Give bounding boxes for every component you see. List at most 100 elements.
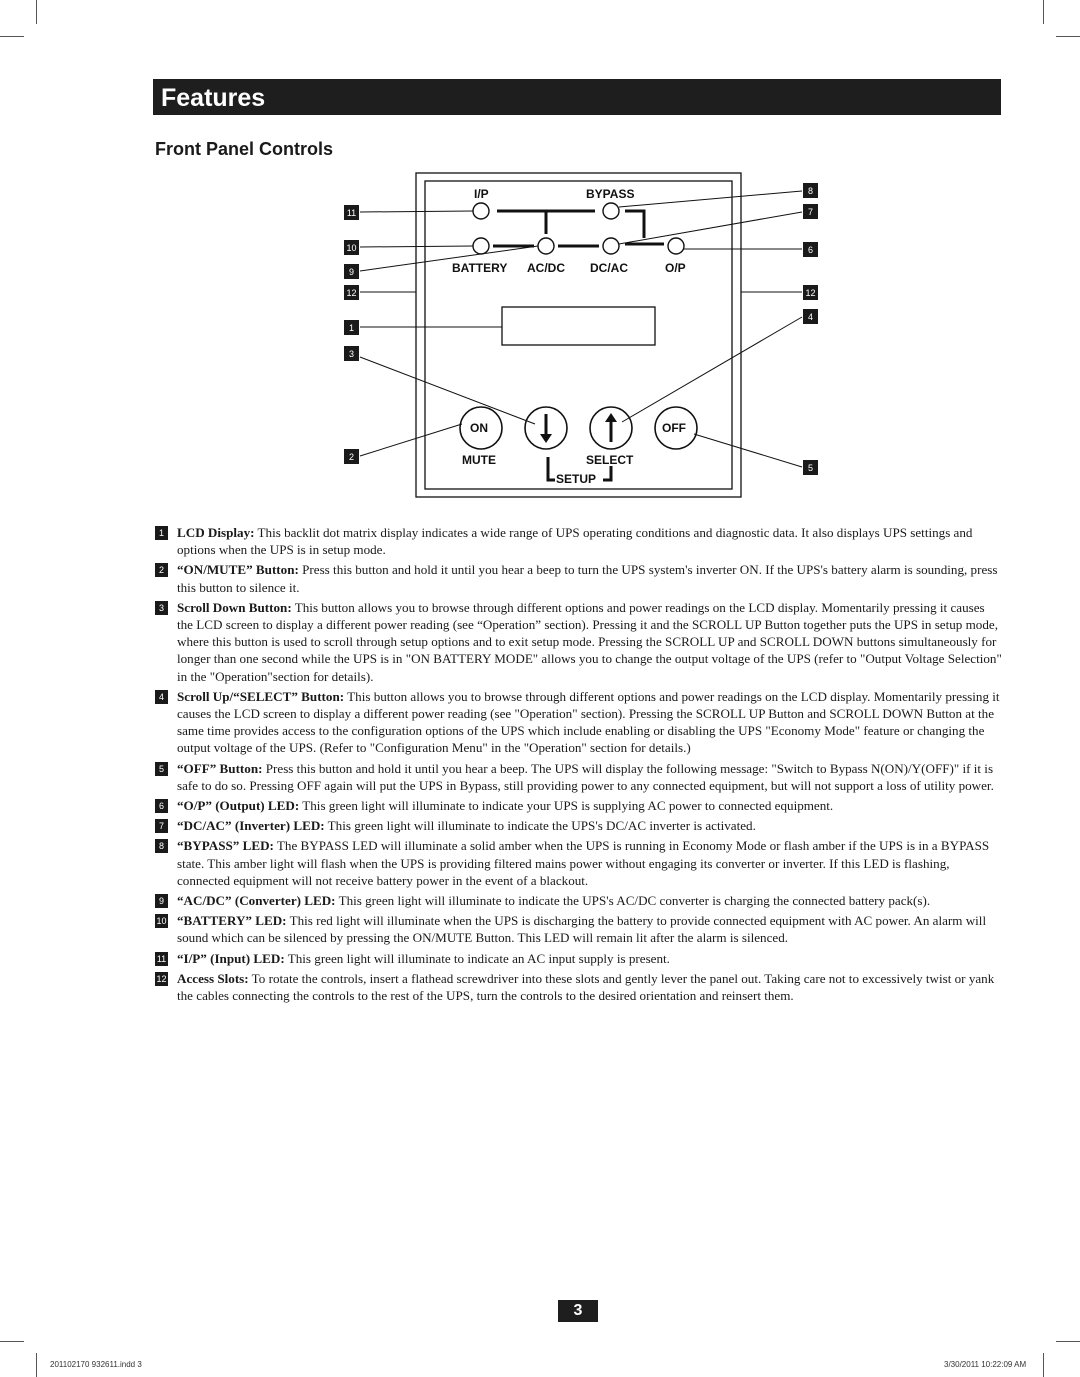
panel-outer-frame [415, 172, 742, 498]
feature-item: 3 Scroll Down Button: This button allows … [155, 599, 1003, 685]
item-number-badge: 12 [155, 971, 168, 986]
item-description: The BYPASS LED will illuminate a solid a… [177, 838, 990, 888]
callout-1: 1 [349, 323, 354, 333]
item-number-badge: 3 [155, 600, 168, 615]
item-term: “O/P” (Output) LED: [177, 798, 300, 814]
feature-item: 7 “DC/AC” (Inverter) LED: This green ligh… [155, 817, 1003, 834]
item-term: “BATTERY” LED: [177, 913, 287, 929]
op-led-icon [667, 237, 685, 255]
led-label-dcac: DC/AC [590, 261, 628, 275]
item-number-badge: 5 [155, 761, 168, 776]
page-number: 3 [558, 1300, 598, 1322]
item-description: This green light will illuminate to indi… [324, 818, 756, 834]
feature-item: 9 “AC/DC” (Converter) LED: This green lig… [155, 892, 1003, 909]
callout-6: 6 [808, 245, 813, 255]
crop-mark [36, 0, 37, 24]
section-banner: Features [153, 79, 1001, 115]
select-label: SELECT [586, 453, 634, 467]
feature-item: 2 “ON/MUTE” Button: Press this button and… [155, 561, 1003, 595]
callout-2: 2 [349, 452, 354, 462]
item-term: “BYPASS” LED: [177, 838, 274, 854]
feature-item: 12 Access Slots: To rotate the controls, … [155, 970, 1003, 1004]
led-label-op: O/P [665, 261, 686, 275]
crop-mark [1043, 0, 1044, 24]
item-number-badge: 8 [155, 839, 168, 854]
callout-11: 11 [347, 208, 356, 218]
item-number-badge: 1 [155, 526, 168, 540]
crop-mark [0, 36, 24, 37]
item-term: “OFF” Button: [177, 760, 263, 776]
item-description: This green light will illuminate to indi… [335, 893, 931, 909]
item-term: “ON/MUTE” Button: [177, 562, 299, 578]
arrow-up-icon [605, 413, 617, 442]
item-description: This button allows you to browse through… [177, 599, 1002, 684]
crop-mark [1056, 36, 1080, 37]
crop-mark [1056, 1341, 1080, 1342]
callout-12-left: 12 [346, 288, 356, 298]
led-label-acdc: AC/DC [527, 261, 565, 275]
crop-mark [1043, 1353, 1044, 1377]
mute-label: MUTE [462, 453, 496, 467]
feature-item: 10 “BATTERY” LED: This red light will ill… [155, 912, 1003, 946]
item-number-badge: 10 [155, 914, 168, 929]
item-number-badge: 2 [155, 563, 168, 578]
arrow-down-icon [540, 414, 552, 443]
item-description: This button allows you to browse through… [177, 688, 1000, 756]
subsection-title: Front Panel Controls [155, 139, 334, 159]
item-term: “DC/AC” (Inverter) LED: [177, 818, 325, 834]
callout-7: 7 [808, 207, 813, 217]
panel-inner-frame [424, 180, 733, 490]
feature-item: 4 Scroll Up/“SELECT” Button: This button … [155, 688, 1003, 757]
item-term: LCD Display: [177, 525, 255, 540]
crop-mark [0, 1341, 24, 1342]
bypass-led-icon [602, 202, 620, 220]
item-description: This red light will illuminate when the … [177, 913, 987, 946]
item-description: This green light will illuminate to indi… [284, 950, 670, 966]
item-description: This backlit dot matrix display indicate… [177, 525, 973, 558]
item-number-badge: 7 [155, 819, 168, 834]
item-number-badge: 9 [155, 894, 168, 909]
off-button[interactable] [654, 406, 698, 450]
callout-12-right: 12 [805, 288, 815, 298]
item-description: To rotate the controls, insert a flathea… [177, 970, 995, 1004]
item-description: This green light will illuminate to indi… [299, 798, 834, 814]
callout-3: 3 [349, 349, 354, 359]
feature-item: 5 “OFF” Button: Press this button and hol… [155, 760, 1003, 794]
item-term: Scroll Down Button: [177, 599, 292, 615]
led-label-battery: BATTERY [452, 261, 507, 275]
section-title: Features [161, 84, 266, 112]
callout-9: 9 [349, 267, 354, 277]
feature-item: 1 LCD Display: This backlit dot matrix di… [155, 524, 1003, 558]
date-slug: 3/30/2011 10:22:09 AM [944, 1360, 1027, 1369]
callout-5: 5 [808, 463, 813, 473]
dcac-led-icon [602, 237, 620, 255]
callout-4: 4 [808, 312, 813, 322]
item-description: Press this button and hold it until you … [177, 562, 998, 595]
battery-led-icon [472, 237, 490, 255]
lcd-display [501, 306, 656, 346]
callout-10: 10 [346, 243, 356, 253]
front-panel-diagram: I/P BYPASS BATTERY AC/DC DC/AC O/P ON OF… [344, 172, 818, 498]
item-term: “AC/DC” (Converter) LED: [177, 893, 336, 909]
crop-mark [36, 1353, 37, 1377]
item-number-badge: 4 [155, 689, 168, 704]
item-description: Press this button and hold it until you … [177, 760, 994, 793]
on-mute-button[interactable] [459, 406, 503, 450]
item-number-badge: 6 [155, 799, 168, 814]
feature-item: 11 “I/P” (Input) LED: This green light wi… [155, 950, 1003, 967]
item-term: “I/P” (Input) LED: [177, 950, 285, 966]
item-term: Access Slots: [177, 970, 249, 986]
item-number-badge: 11 [155, 951, 168, 966]
feature-item: 6 “O/P” (Output) LED: This green light wi… [155, 797, 1003, 814]
off-button-label: OFF [662, 421, 686, 435]
led-label-ip: I/P [474, 187, 489, 201]
on-button-label: ON [470, 421, 488, 435]
led-label-bypass: BYPASS [586, 187, 634, 201]
acdc-led-icon [537, 237, 555, 255]
feature-item: 8 “BYPASS” LED: The BYPASS LED will illum… [155, 837, 1003, 889]
feature-descriptions: 1 LCD Display: This backlit dot matrix di… [155, 524, 1003, 1007]
file-slug: 201102170 932611.indd 3 [50, 1360, 142, 1369]
callout-8: 8 [808, 186, 813, 196]
ip-led-icon [472, 202, 490, 220]
item-term: Scroll Up/“SELECT” Button: [177, 688, 345, 704]
